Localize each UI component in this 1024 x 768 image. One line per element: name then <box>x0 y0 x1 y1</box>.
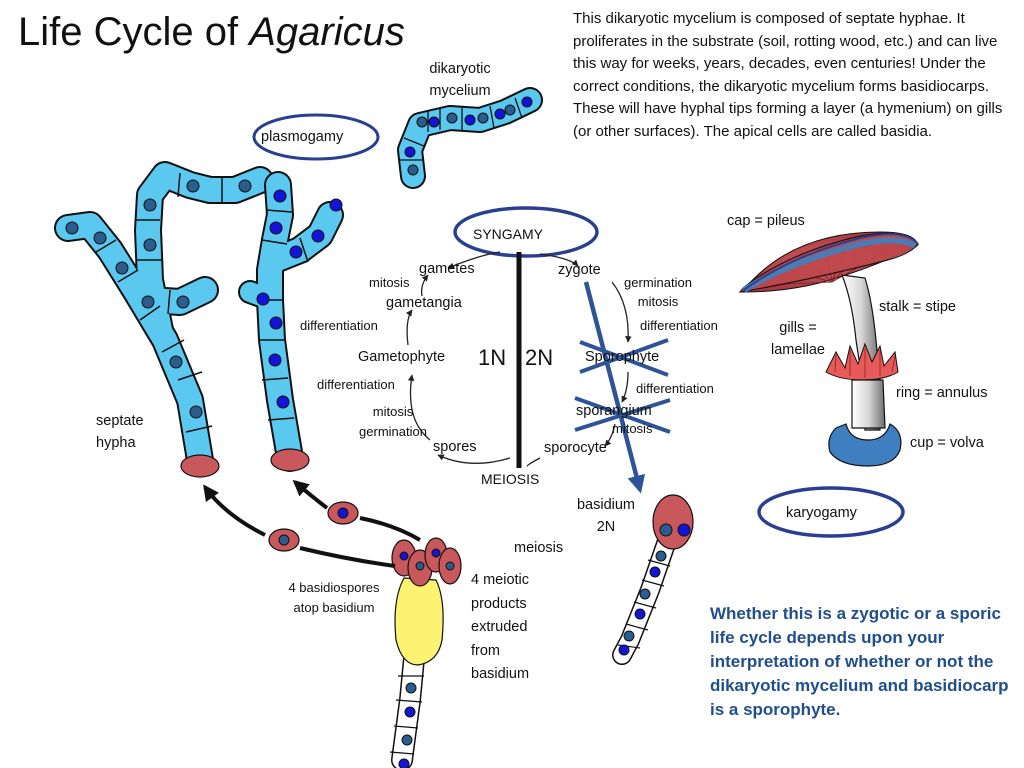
cycle-mitosis-top: mitosis <box>369 275 410 290</box>
life-cycle-circle <box>405 251 671 494</box>
karyogamy-outline <box>757 486 905 538</box>
label-septate-hypha: septate hypha <box>96 413 144 451</box>
page-title: Life Cycle of Agaricus <box>18 10 405 54</box>
basidium-2n <box>612 494 694 665</box>
label-meiosis: meiosis <box>514 540 564 556</box>
cycle-zygote: zygote <box>558 262 601 278</box>
label-ring: ring = annulus <box>896 385 988 401</box>
mushroom-basidiocarp <box>738 231 919 467</box>
cycle-gametangia: gametangia <box>386 295 462 311</box>
cycle-mitosis-right: mitosis <box>612 421 653 436</box>
cycle-mitosis-germination: mitosis germination <box>359 404 427 439</box>
cycle-sporocyte: sporocyte <box>544 440 607 456</box>
mycelium-description: This dikaryotic mycelium is composed of … <box>573 10 1003 140</box>
conclusion-note: Whether this is a zygotic or a sporic li… <box>710 604 1009 719</box>
cycle-germination-mitosis: germination mitosis <box>624 275 692 309</box>
released-basidiospores <box>203 479 422 568</box>
label-basidium-2n: basidium 2N <box>576 497 636 535</box>
label-stalk: stalk = stipe <box>879 299 956 315</box>
syngamy-outline <box>453 206 599 258</box>
label-karyogamy: karyogamy <box>786 505 857 521</box>
label-gills: gills = lamellae <box>771 320 825 358</box>
label-cap: cap = pileus <box>727 213 805 229</box>
septate-hypha-left <box>54 161 274 478</box>
cycle-sporophyte: Sporophyte <box>585 349 660 365</box>
cycle-differentiation-right-1: differentiation <box>640 318 718 333</box>
cycle-differentiation-left-2: differentiation <box>317 377 395 392</box>
dikaryotic-mycelium <box>397 87 543 189</box>
cycle-spores: spores <box>433 439 477 455</box>
cycle-gametophyte: Gametophyte <box>358 349 446 365</box>
cycle-meiosis: MEIOSIS <box>481 471 540 487</box>
plasmogamy-outline <box>252 113 380 161</box>
cycle-sporangium: sporangium <box>576 403 652 419</box>
label-basidiospores: 4 basidiospores atop basidium <box>288 580 380 615</box>
cycle-differentiation-left-1: differentiation <box>300 318 378 333</box>
cycle-gametes: gametes <box>419 261 475 277</box>
label-plasmogamy: plasmogamy <box>261 129 344 145</box>
cycle-differentiation-right-2: differentiation <box>636 381 714 396</box>
label-cup: cup = volva <box>910 435 984 451</box>
basidium-with-basidiospores <box>389 537 462 768</box>
label-meiotic-products: 4 meiotic products extruded from basidiu… <box>471 572 530 682</box>
cycle-syngamy: SYNGAMY <box>473 226 544 242</box>
cycle-haploid: 1N <box>478 345 507 370</box>
label-dikaryotic-mycelium: dikaryotic mycelium <box>429 61 491 99</box>
septate-hypha-right <box>238 171 344 472</box>
cycle-diploid: 2N <box>525 345 554 370</box>
